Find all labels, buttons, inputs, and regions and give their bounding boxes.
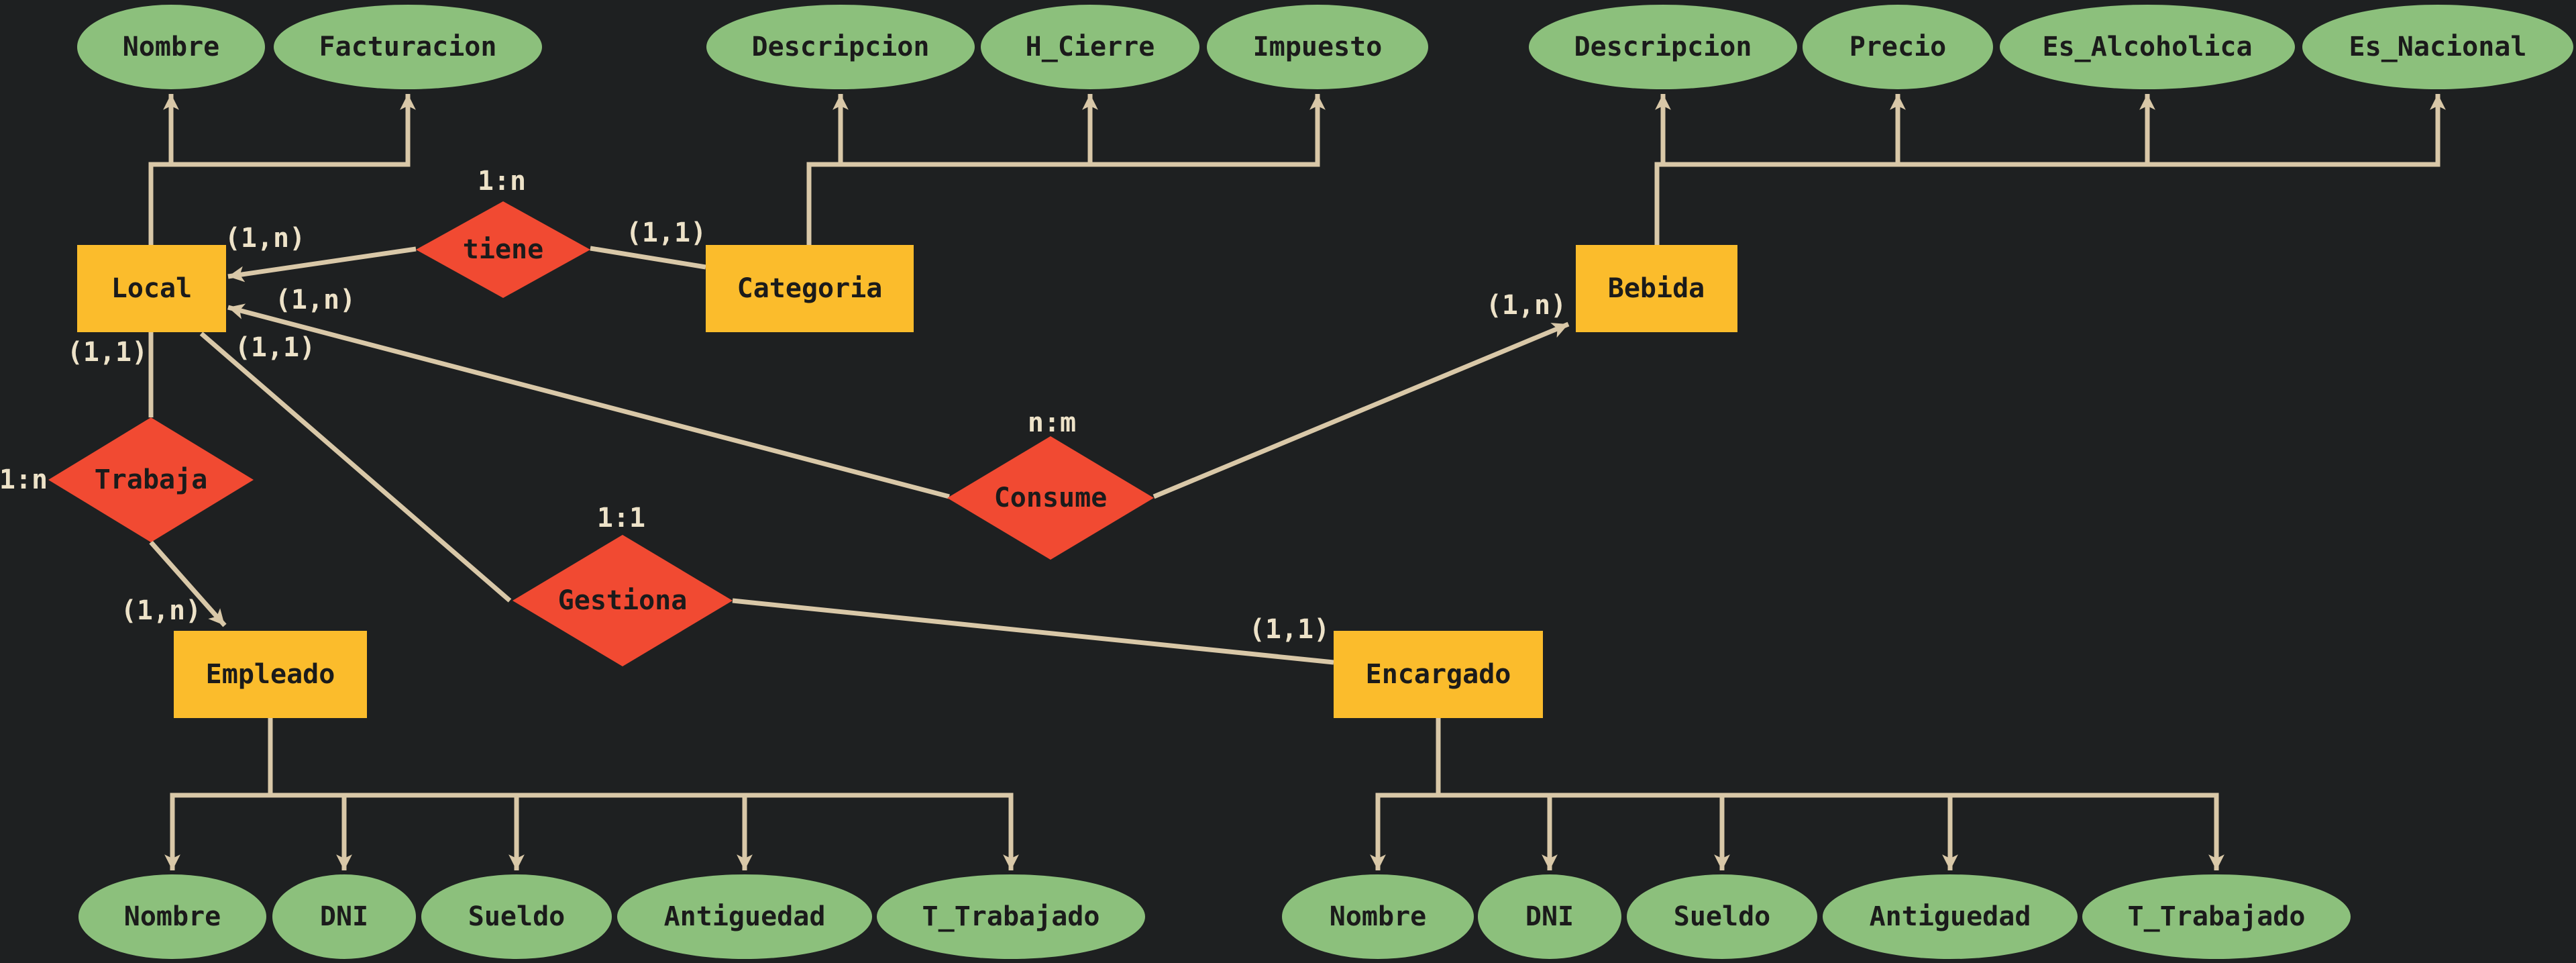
edge-empleado-sueldo (344, 793, 525, 870)
attribute-empleado-sueldo: Sueldo (421, 874, 612, 959)
relationship-types: 1:n 1:n n:m 1:1 (0, 166, 1076, 534)
edge-categoria-impuesto (1090, 94, 1326, 167)
attribute-empleado-antiguedad: Antiguedad (617, 874, 872, 959)
attribute-label: Nombre (1330, 901, 1427, 932)
attribute-label: Sueldo (1674, 901, 1771, 932)
attributes: Nombre Facturacion Descripcion H_Cierre … (77, 5, 2573, 959)
entity-encargado: Encargado (1334, 631, 1543, 718)
attribute-label: DNI (320, 901, 368, 932)
edge-tiene-local (227, 246, 417, 283)
edge-gestiona-encargado (732, 598, 1334, 665)
entity-categoria: Categoria (706, 245, 914, 332)
relationship-label: Consume (994, 483, 1108, 513)
attribute-label: Facturacion (319, 32, 497, 62)
attribute-label: Nombre (123, 32, 220, 62)
entity-label: Encargado (1366, 659, 1511, 690)
relationship-label: Gestiona (558, 585, 688, 616)
edge-local-gestiona (199, 332, 512, 603)
cardinality-empleado-trabaja: (1,n) (121, 595, 201, 626)
attribute-label: Es_Alcoholica (2042, 32, 2252, 62)
edge-empleado-ttrabajado (745, 793, 1019, 870)
edge-trabaja-empleado (149, 540, 227, 627)
attribute-label: Nombre (124, 901, 221, 932)
attribute-label: Descripcion (1574, 32, 1752, 62)
entity-bebida: Bebida (1576, 245, 1737, 332)
cardinalities: (1,n) (1,1) (1,n) (1,n) (1,1) (1,n) (1,1… (67, 217, 1566, 645)
cardinality-local-consume: (1,n) (275, 285, 356, 315)
attribute-encargado-dni: DNI (1478, 874, 1621, 959)
cardinality-bebida-consume: (1,n) (1486, 290, 1566, 321)
type-tiene: 1:n (478, 166, 526, 197)
attribute-bebida-esalcoholica: Es_Alcoholica (2000, 5, 2295, 89)
attribute-encargado-sueldo: Sueldo (1627, 874, 1817, 959)
attribute-label: T_Trabajado (922, 901, 1100, 932)
relationship-gestiona: Gestiona (513, 535, 733, 666)
attribute-encargado-antiguedad: Antiguedad (1823, 874, 2078, 959)
entity-empleado: Empleado (174, 631, 367, 718)
attribute-bebida-esnacional: Es_Nacional (2302, 5, 2573, 89)
attribute-label: DNI (1525, 901, 1574, 932)
type-trabaja: 1:n (0, 464, 48, 495)
attribute-label: Precio (1849, 32, 1947, 62)
edge-empleado-dni (172, 793, 352, 870)
attribute-empleado-dni: DNI (272, 874, 416, 959)
entity-label: Empleado (206, 659, 335, 690)
edge-local-facturacion (171, 94, 416, 167)
edge-encargado-sueldo (1550, 793, 1730, 870)
cardinality-local-gestiona: (1,1) (235, 332, 315, 363)
edge-encargado-dni (1378, 793, 1558, 870)
type-gestiona: 1:1 (597, 503, 645, 534)
edge-tiene-categoria (590, 246, 706, 270)
attribute-encargado-nombre: Nombre (1282, 874, 1474, 959)
entity-label: Bebida (1608, 273, 1705, 304)
relationship-consume: Consume (947, 436, 1154, 560)
cardinality-local-trabaja: (1,1) (67, 337, 148, 368)
type-consume: n:m (1028, 407, 1076, 438)
edge-local-nombre (148, 94, 179, 245)
relationship-label: tiene (463, 234, 543, 265)
attribute-empleado-ttrabajado: T_Trabajado (877, 874, 1145, 959)
attribute-label: Impuesto (1253, 32, 1383, 62)
attribute-label: Antiguedad (1870, 901, 2031, 932)
attribute-categoria-hcierre: H_Cierre (981, 5, 1199, 89)
relationship-trabaja: Trabaja (48, 417, 254, 542)
cardinality-local-tiene: (1,n) (225, 223, 305, 254)
edge-bebida-esalcoholica (1898, 94, 2155, 167)
attribute-encargado-ttrabajado: T_Trabajado (2082, 874, 2351, 959)
attribute-categoria-descripcion: Descripcion (706, 5, 975, 89)
edge-bebida-descripcion (1654, 94, 1671, 245)
attribute-label: Es_Nacional (2349, 32, 2527, 62)
edge-bebida-precio (1663, 94, 1906, 167)
entity-label: Categoria (737, 273, 883, 304)
edge-empleado-antiguedad (517, 793, 753, 870)
edge-bebida-esnacional (2147, 94, 2446, 167)
attribute-bebida-precio: Precio (1803, 5, 1993, 89)
cardinality-categoria-tiene: (1,1) (626, 217, 706, 248)
cardinality-encargado-gestiona: (1,1) (1249, 614, 1330, 645)
attribute-label: Descripcion (752, 32, 930, 62)
connectors (148, 94, 2446, 870)
attribute-empleado-nombre: Nombre (78, 874, 266, 959)
edge-categoria-descripcion (806, 94, 849, 245)
relationships: tiene Trabaja Consume Gestiona (48, 201, 1154, 666)
attribute-categoria-impuesto: Impuesto (1207, 5, 1428, 89)
attribute-local-nombre: Nombre (77, 5, 265, 89)
edge-encargado-antiguedad (1722, 793, 1958, 870)
attribute-label: Sueldo (468, 901, 566, 932)
entity-label: Local (111, 273, 192, 304)
edge-encargado-ttrabajado (1950, 793, 2224, 870)
edge-consume-local (227, 303, 950, 499)
entities: Local Categoria Bebida Empleado Encargad… (77, 245, 1737, 718)
edge-consume-bebida (1152, 321, 1570, 499)
attribute-label: Antiguedad (664, 901, 826, 932)
attribute-bebida-descripcion: Descripcion (1529, 5, 1797, 89)
edge-categoria-hcierre (841, 94, 1098, 167)
relationship-label: Trabaja (95, 464, 208, 495)
attribute-label: H_Cierre (1026, 32, 1155, 62)
entity-local: Local (77, 245, 226, 332)
attribute-label: T_Trabajado (2128, 901, 2306, 932)
relationship-tiene: tiene (416, 201, 590, 298)
attribute-local-facturacion: Facturacion (274, 5, 542, 89)
